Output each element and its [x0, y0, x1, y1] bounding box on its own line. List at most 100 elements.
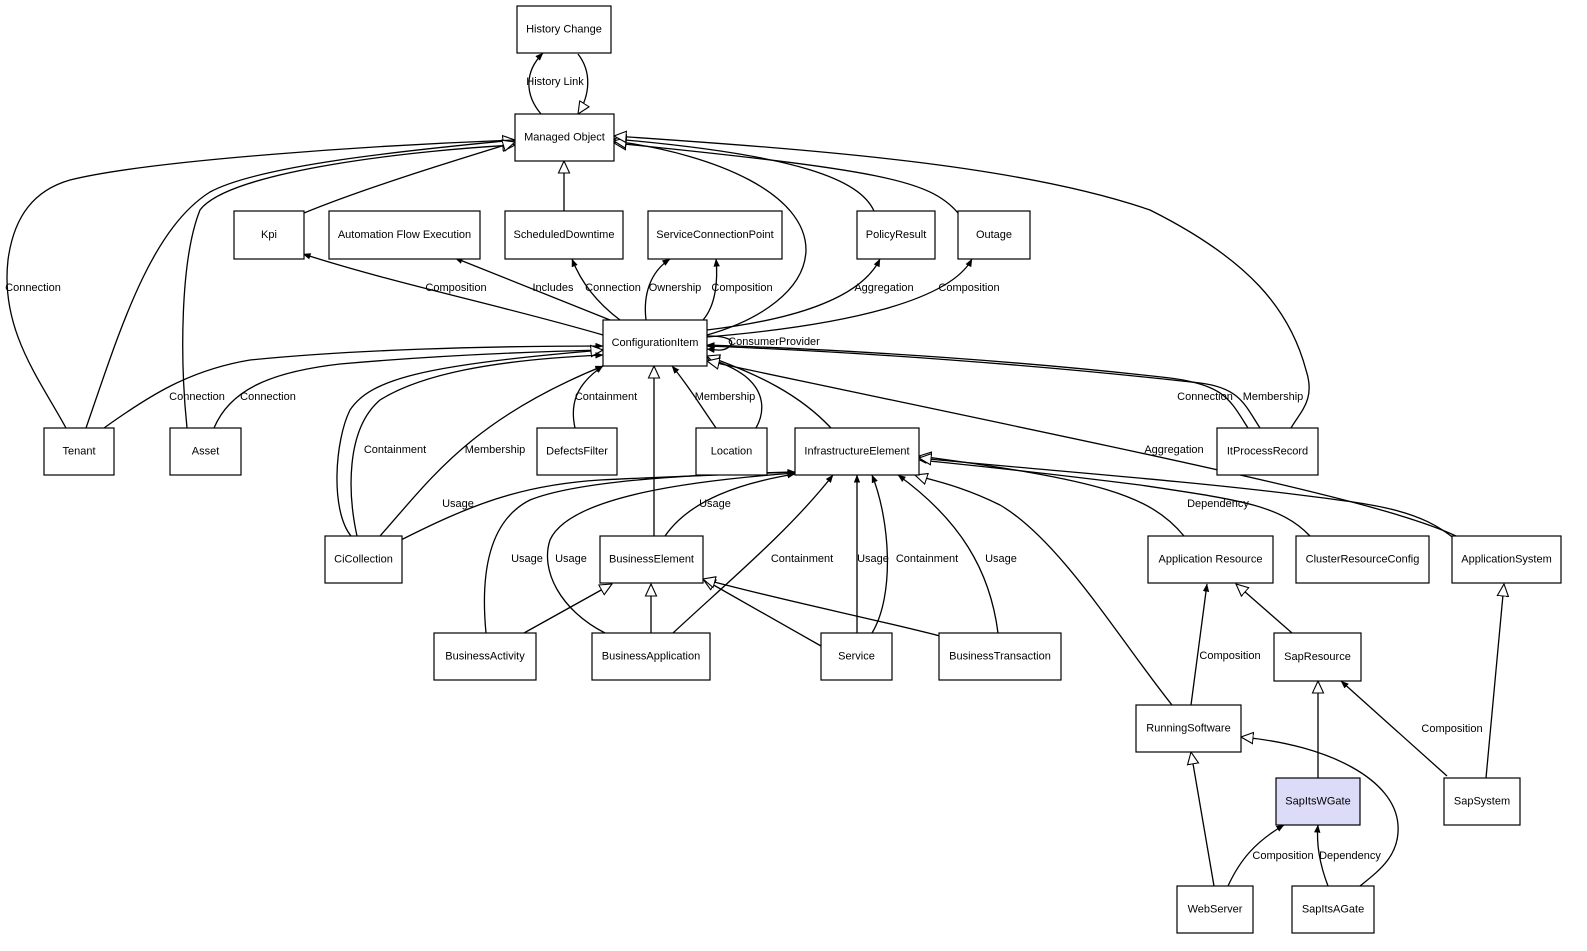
edge-ci-sd — [571, 258, 621, 321]
node-label: InfrastructureElement — [804, 446, 909, 458]
node-sap-resource[interactable]: SapResource — [1273, 632, 1362, 682]
node-configuration-item[interactable]: ConfigurationItem — [602, 319, 708, 367]
edge-tenant-ci — [103, 342, 604, 429]
edge-label: Composition — [1252, 850, 1313, 862]
edge-label: Connection — [1177, 391, 1233, 403]
edge-label: Aggregation — [854, 282, 913, 294]
node-label: RunningSoftware — [1146, 723, 1230, 735]
node-business-activity[interactable]: BusinessActivity — [433, 632, 537, 681]
node-business-element[interactable]: BusinessElement — [599, 535, 704, 584]
edge-history-link — [528, 52, 544, 115]
edge-label: Includes — [533, 282, 574, 294]
edge-ci-outage — [706, 258, 973, 338]
node-automation-flow-execution[interactable]: Automation Flow Execution — [328, 210, 481, 260]
node-web-server[interactable]: WebServer — [1176, 885, 1254, 934]
node-it-process-record[interactable]: ItProcessRecord — [1216, 427, 1319, 476]
edge-cicol-ci-cont — [350, 352, 604, 537]
edge-label: Usage — [442, 498, 474, 510]
edge-label: Containment — [575, 391, 637, 403]
node-label: BusinessTransaction — [949, 651, 1051, 663]
edge-cicol-ci-memb — [379, 365, 604, 537]
edge-outage-managed-gen — [614, 143, 959, 214]
edge-label: Usage — [857, 553, 889, 565]
node-application-resource[interactable]: Application Resource — [1147, 535, 1274, 584]
node-asset[interactable]: Asset — [169, 427, 242, 476]
edges — [6, 52, 1504, 887]
edge-tenant-managed-gen — [85, 140, 515, 429]
edge-ci-kpi — [302, 253, 604, 336]
node-history-change[interactable]: History Change — [516, 5, 612, 54]
edge-cicol-ci-gen — [336, 350, 603, 537]
edge-ws-rs-gen — [1191, 752, 1215, 887]
node-business-application[interactable]: BusinessApplication — [591, 632, 711, 681]
edge-label: Containment — [896, 553, 958, 565]
edge-label: Membership — [695, 391, 756, 403]
node-infrastructure-element[interactable]: InfrastructureElement — [794, 427, 920, 476]
node-service-connection-point[interactable]: ServiceConnectionPoint — [647, 210, 783, 260]
node-outage[interactable]: Outage — [957, 210, 1031, 260]
node-label: ScheduledDowntime — [514, 229, 615, 241]
edge-asset-managed-gen — [182, 145, 515, 429]
edge-label: Containment — [364, 444, 426, 456]
edge-ws-wgate-comp — [1227, 824, 1285, 887]
node-sap-system[interactable]: SapSystem — [1443, 777, 1521, 826]
edge-ci-managed-gen — [614, 141, 807, 336]
edge-label: Membership — [1243, 391, 1304, 403]
node-label: Location — [711, 446, 753, 458]
node-scheduled-downtime[interactable]: ScheduledDowntime — [504, 210, 624, 260]
edge-ba-be-gen — [523, 584, 612, 634]
edge-agate-rs-gen — [1241, 737, 1399, 887]
edge-ar-ie-gen — [919, 456, 1185, 537]
node-label: SapResource — [1284, 651, 1351, 663]
node-label: ClusterResourceConfig — [1306, 554, 1420, 566]
edge-policy-managed-gen — [614, 139, 875, 212]
edge-labels: History Link Connection Composition Incl… — [5, 76, 1482, 862]
edge-ci-policy — [706, 258, 881, 331]
node-cluster-resource-config[interactable]: ClusterResourceConfig — [1295, 535, 1430, 584]
edge-label: Composition — [938, 282, 999, 294]
edge-label: Connection — [240, 391, 296, 403]
nodes: History Change Managed Object Kpi Automa… — [43, 5, 1562, 934]
edge-service-be-gen — [703, 579, 822, 647]
edge-kpi-managed-gen — [303, 142, 515, 214]
edge-label: Usage — [699, 498, 731, 510]
edge-label: Connection — [5, 282, 61, 294]
edge-label: Connection — [169, 391, 225, 403]
edge-label: Dependency — [1187, 498, 1249, 510]
node-label: Kpi — [261, 229, 277, 241]
node-label: CiCollection — [334, 554, 393, 566]
node-running-software[interactable]: RunningSoftware — [1135, 704, 1242, 753]
edge-bt-be-gen — [703, 579, 941, 637]
node-sap-its-agate[interactable]: SapItsAGate — [1291, 885, 1375, 934]
edge-location-ci — [671, 365, 717, 429]
edge-appsys-ie-gen — [919, 458, 1457, 541]
edge-ie-ci-gen — [707, 356, 832, 429]
edge-service-ie-cont — [871, 474, 889, 634]
node-kpi[interactable]: Kpi — [233, 210, 305, 260]
node-service[interactable]: Service — [820, 632, 893, 681]
edge-rs-ie-gen — [915, 475, 1173, 706]
node-label: ServiceConnectionPoint — [656, 229, 773, 241]
node-label: SapItsAGate — [1302, 904, 1364, 916]
node-label: SapItsWGate — [1285, 796, 1350, 808]
edge-bt-ie-usage — [897, 474, 999, 634]
edge-label: Composition — [711, 282, 772, 294]
node-label: Managed Object — [524, 132, 605, 144]
node-managed-object[interactable]: Managed Object — [514, 113, 615, 162]
node-sap-its-wgate[interactable]: SapItsWGate — [1275, 777, 1361, 826]
node-defects-filter[interactable]: DefectsFilter — [536, 427, 618, 476]
edge-label: Composition — [1199, 650, 1260, 662]
node-label: ConfigurationItem — [612, 337, 699, 349]
node-label: ItProcessRecord — [1227, 446, 1308, 458]
node-label: PolicyResult — [866, 229, 927, 241]
node-tenant[interactable]: Tenant — [43, 427, 115, 476]
edge-tenant-managed-connection — [6, 139, 516, 429]
node-application-system[interactable]: ApplicationSystem — [1451, 535, 1562, 584]
node-ci-collection[interactable]: CiCollection — [324, 535, 403, 584]
node-label: Asset — [192, 446, 220, 458]
edge-ci-scp-own — [644, 258, 671, 321]
edge-label: Usage — [985, 553, 1017, 565]
node-policy-result[interactable]: PolicyResult — [856, 210, 936, 260]
node-business-transaction[interactable]: BusinessTransaction — [938, 632, 1062, 681]
node-location[interactable]: Location — [695, 427, 768, 476]
